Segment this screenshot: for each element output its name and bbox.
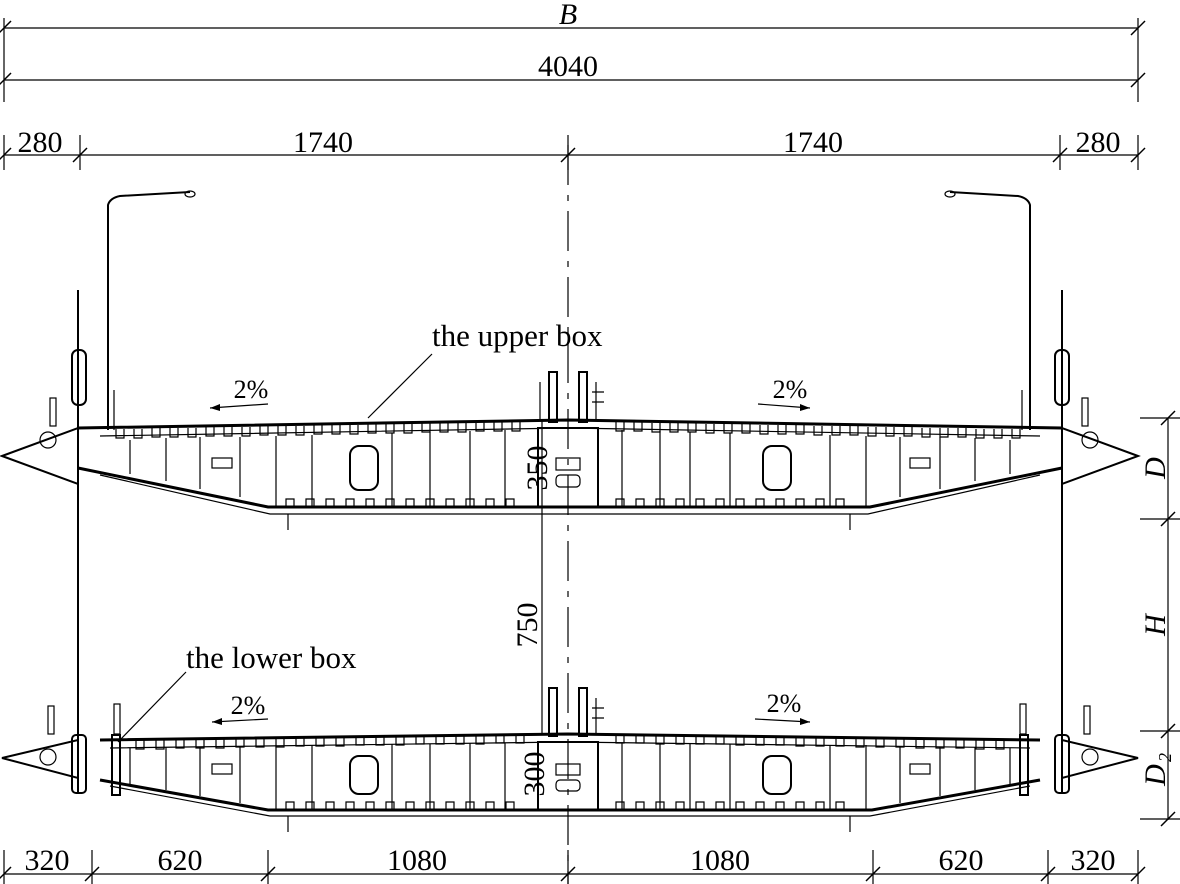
upper-right-slope-label: 2%	[773, 375, 808, 404]
lower-box-label: the lower box	[186, 640, 357, 675]
bottom-dim-segment: 620	[939, 844, 984, 877]
lower-box-leader	[117, 671, 187, 743]
upper-box-label: the upper box	[432, 318, 603, 353]
slope-arrows	[209, 403, 811, 725]
lower-depth-subscript: 2	[1155, 753, 1175, 762]
top-dim-segment: 280	[1076, 126, 1121, 159]
lower-box-section	[1, 687, 1139, 832]
upper-box-leader	[367, 353, 433, 419]
lower-depth-symbol: D	[1139, 764, 1172, 787]
bottom-dim-segment: 320	[1071, 844, 1116, 877]
gap-height-symbol: H	[1139, 612, 1172, 637]
bottom-dim-segment: 1080	[690, 844, 750, 877]
dimension-lines	[0, 18, 1180, 884]
top-dim-segment: 280	[18, 126, 63, 159]
bottom-dim-segment: 620	[158, 844, 203, 877]
overall-width-symbol: B	[559, 0, 577, 31]
top-dim-segment: 1740	[293, 126, 353, 159]
lower-box-depth-value: 300	[518, 752, 551, 797]
right-lamp-post	[949, 191, 1031, 430]
overall-width-value: 4040	[538, 50, 598, 83]
lower-depth-symbol-group: D 2	[1139, 753, 1175, 787]
suspension-hangers	[71, 290, 1070, 794]
lower-left-slope-label: 2%	[231, 691, 266, 720]
top-dim-segment: 1740	[783, 126, 843, 159]
upper-depth-symbol: D	[1139, 457, 1172, 480]
left-lamp-post	[107, 191, 191, 430]
gap-height-value: 750	[511, 603, 544, 648]
bottom-dim-segment: 1080	[387, 844, 447, 877]
bottom-dim-segment: 320	[25, 844, 70, 877]
upper-box-section	[0, 371, 1141, 530]
lower-right-slope-label: 2%	[767, 689, 802, 718]
upper-left-slope-label: 2%	[234, 375, 269, 404]
